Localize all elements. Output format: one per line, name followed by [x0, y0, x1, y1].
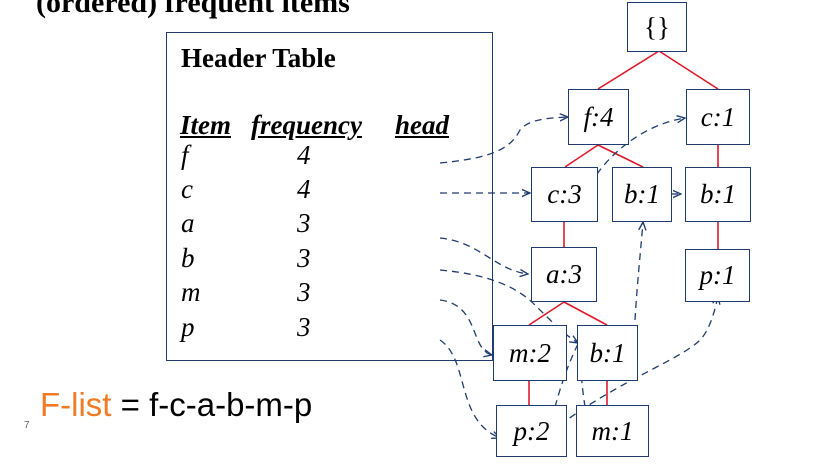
- row-a-item: a: [181, 208, 195, 238]
- link-p2-p1: [559, 296, 718, 426]
- row-b-frequency: 3: [297, 243, 311, 273]
- node-c3: c:3: [531, 167, 598, 222]
- link-p: [439, 339, 500, 438]
- tree-edges: [528, 50, 719, 405]
- row-f-frequency: 4: [297, 140, 311, 170]
- node-f4: f:4: [568, 89, 629, 145]
- edge-a3-m2: [528, 301, 565, 326]
- edge-a3-b1: [563, 301, 608, 326]
- header-table-title: Header Table: [181, 43, 336, 73]
- node-p2: p:2: [496, 405, 567, 457]
- row-c-item: c: [181, 174, 193, 204]
- edge-f4-b1: [597, 144, 644, 168]
- row-p-item: p: [181, 312, 195, 342]
- node-a3: a:3: [531, 247, 597, 302]
- row-b-item: b: [181, 243, 195, 273]
- row-f-item: f: [181, 140, 189, 170]
- node-m2: m:2: [493, 325, 567, 381]
- link-b1-up: [632, 222, 643, 381]
- row-m-frequency: 3: [297, 277, 311, 307]
- link-m: [439, 299, 492, 355]
- row-c-frequency: 4: [297, 174, 311, 204]
- link-b: [439, 269, 578, 343]
- header-table: Header Table Item frequency head f 4 c 4…: [166, 32, 493, 361]
- node-m1: m:1: [576, 405, 649, 457]
- slide-number: 7: [24, 420, 30, 431]
- node-p1: p:1: [685, 249, 750, 302]
- flist: F-list = f-c-a-b-m-p: [40, 386, 312, 424]
- row-p-frequency: 3: [297, 312, 311, 342]
- edge-root-f4: [597, 50, 660, 90]
- node-root: {}: [627, 2, 687, 52]
- column-item: Item: [180, 110, 231, 140]
- top-caption: (ordered) frequent items: [36, 0, 350, 19]
- link-a: [439, 237, 528, 274]
- row-m-item: m: [181, 277, 201, 307]
- column-frequency: frequency: [251, 110, 362, 140]
- edge-f4-c3: [564, 144, 599, 168]
- node-b1-under-c: b:1: [685, 167, 751, 222]
- column-head: head: [395, 110, 449, 140]
- row-a-frequency: 3: [297, 208, 311, 238]
- flist-label: F-list: [40, 386, 112, 423]
- link-f: [439, 117, 568, 164]
- flist-value: = f-c-a-b-m-p: [111, 386, 313, 423]
- node-b1-under-a: b:1: [577, 325, 638, 381]
- node-b1-under-f: b:1: [612, 167, 672, 222]
- node-c1: c:1: [686, 89, 750, 145]
- edge-root-c1: [658, 50, 719, 90]
